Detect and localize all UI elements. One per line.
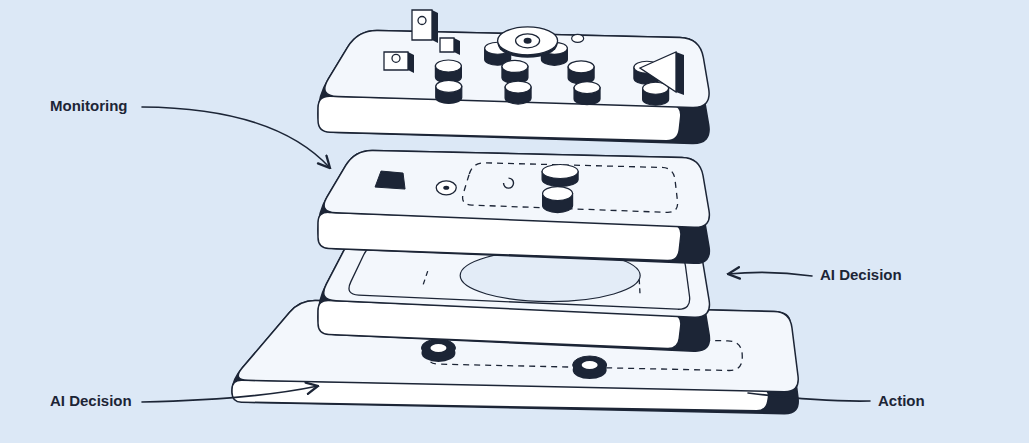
sensor-cylinder <box>574 82 600 105</box>
sensor-cylinder <box>643 82 669 105</box>
sensor-cylinder <box>435 60 461 83</box>
leader-arrow <box>748 393 870 401</box>
ring-connector <box>573 356 607 379</box>
sensor-cylinder <box>436 80 462 103</box>
slab-body <box>232 300 798 413</box>
ring-connector <box>421 339 455 362</box>
callout-label: Monitoring <box>50 97 127 115</box>
slab-top <box>324 150 709 227</box>
processing-layer <box>318 150 709 263</box>
leader-arrow <box>142 386 318 402</box>
screen-flag-side <box>676 52 684 95</box>
sensor-cylinder <box>568 61 594 84</box>
sensor-cylinder <box>502 60 528 83</box>
dial <box>436 181 456 195</box>
leader-arrow <box>728 272 812 276</box>
slab-top <box>325 30 709 107</box>
slab-body <box>318 150 709 263</box>
switch-block <box>375 171 405 189</box>
camera-box <box>384 52 414 73</box>
eye-sensor <box>498 27 558 58</box>
action-layer <box>232 300 798 413</box>
screen-flag <box>640 52 676 92</box>
knob-cylinder <box>542 165 578 187</box>
dashed-guide <box>638 275 640 293</box>
camera-box <box>412 10 438 43</box>
leader-arrow <box>142 107 330 168</box>
small-lens <box>572 34 584 42</box>
slab-top <box>238 300 798 391</box>
sensor-cylinder <box>505 81 531 104</box>
monitoring-layer <box>318 10 709 143</box>
dashed-region <box>463 163 678 213</box>
callout-label: Action <box>878 392 925 410</box>
dial-center <box>443 186 449 190</box>
hook-symbol <box>504 178 514 188</box>
dashed-guide <box>423 268 429 285</box>
callout-label: AI Decision <box>820 266 902 284</box>
callout-label: AI Decision <box>50 392 132 410</box>
knob-cylinder <box>543 187 573 213</box>
camera-box <box>440 38 460 55</box>
